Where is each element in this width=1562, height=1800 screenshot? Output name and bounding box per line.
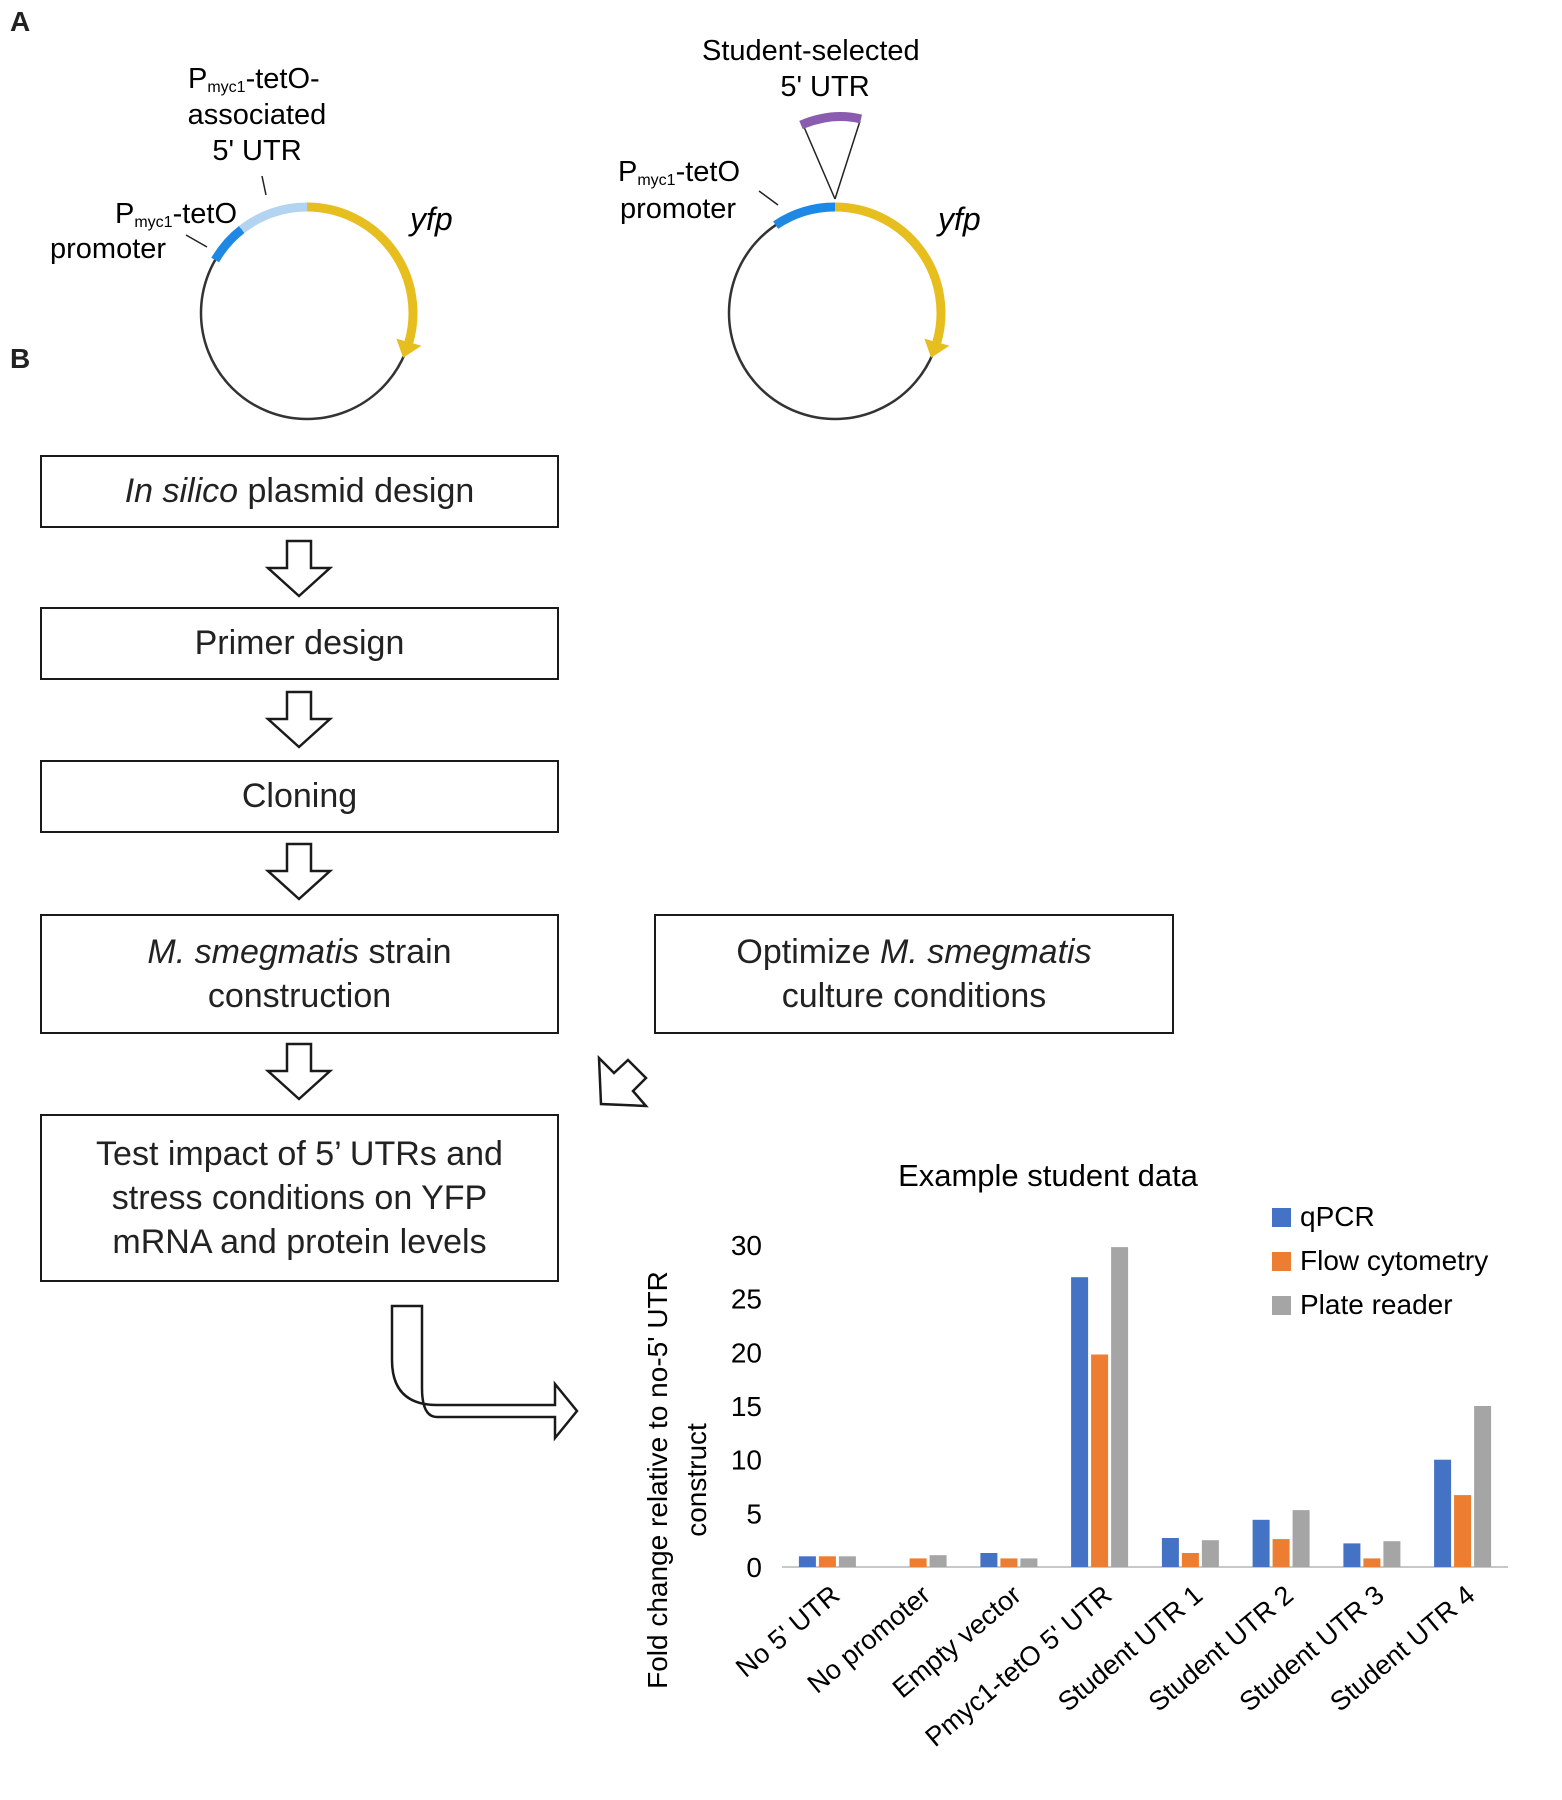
legend-label: qPCR (1300, 1201, 1375, 1232)
results-arrow (390, 1304, 579, 1442)
plasmid-2-insert-segment (799, 112, 863, 130)
bar-qpcr (1071, 1277, 1089, 1567)
plasmid-2-promoter-label-line2: promoter (620, 193, 736, 225)
bar-plate-reader (1020, 1558, 1038, 1567)
flow-step-optimize-culture: Optimize M. smegmatis culture conditions (654, 914, 1174, 1034)
flow-step-5-line3: mRNA and protein levels (112, 1223, 487, 1262)
flow-step-3-text: Cloning (241, 777, 358, 816)
plasmid-2-yfp-arrowhead (924, 338, 950, 358)
y-tick-label: 5 (746, 1498, 762, 1529)
flow-arrow-4 (264, 1042, 334, 1101)
side-arrow (597, 1054, 649, 1108)
side-step-italic: M. smegmatis (880, 932, 1092, 971)
bar-plate-reader (838, 1556, 856, 1567)
panel-label-a: A (10, 6, 31, 37)
plasmid-1-promoter-label: Pmyc1-tetO (115, 198, 237, 231)
legend-swatch (1272, 1252, 1291, 1271)
y-tick-labels: 0 5 10 15 20 25 30 (731, 1230, 762, 1583)
flow-step-2-text: Primer design (194, 624, 405, 663)
bar-plate-reader (1292, 1510, 1310, 1567)
plasmid-2-yfp-segment (834, 202, 946, 344)
y-tick-label: 20 (731, 1337, 762, 1368)
bar-flow-cytometry (1000, 1558, 1018, 1567)
flow-step-cloning: Cloning (40, 760, 559, 833)
plasmid-1-promoter-leader (185, 234, 208, 248)
bar-flow-cytometry (909, 1558, 927, 1567)
plasmid-2-insert-wedge-left (803, 126, 836, 200)
bar-plate-reader (1111, 1247, 1129, 1567)
plasmid-1-utr-leader (261, 175, 267, 196)
plasmid-1-utr-label-line3: 5' UTR (212, 135, 301, 167)
plasmid-2-promoter-label: Pmyc1-tetO (618, 156, 740, 189)
bar-flow-cytometry (1091, 1354, 1109, 1567)
y-tick-label: 25 (731, 1284, 762, 1315)
plasmid-2-promoter-leader (758, 190, 779, 206)
legend-swatch (1272, 1208, 1291, 1227)
plasmid-2-promoter-segment (773, 202, 836, 229)
flow-step-4-line2: construction (207, 977, 392, 1015)
y-axis-label: Fold change relative to no-5' UTR (642, 1271, 673, 1689)
flow-step-5-line1: Test impact of 5’ UTRs and (96, 1134, 503, 1173)
bar-plate-reader (1474, 1406, 1492, 1567)
plasmid-1-promoter-segment (211, 225, 245, 263)
y-tick-label: 10 (731, 1445, 762, 1476)
flow-step-4-text: strain (359, 932, 452, 971)
y-tick-label: 15 (731, 1391, 762, 1422)
bar-qpcr (1434, 1459, 1452, 1567)
bar-qpcr (1252, 1519, 1270, 1567)
bar-flow-cytometry (1272, 1539, 1290, 1567)
bar-plate-reader (1201, 1540, 1219, 1567)
plasmid-1-yfp-arrowhead (396, 338, 422, 358)
plasmid-2-insert-wedge-right (834, 120, 861, 200)
bar-flow-cytometry (1454, 1495, 1472, 1567)
plasmid-2: Student-selected 5' UTR Pmyc1-tetO promo… (618, 35, 981, 421)
flow-step-5-line2: stress conditions on YFP (111, 1178, 488, 1217)
bar-qpcr (798, 1556, 816, 1567)
bars (798, 1247, 1492, 1567)
y-tick-label: 30 (731, 1230, 762, 1261)
chart-title: Example student data (898, 1158, 1199, 1193)
flow-arrow-2 (264, 690, 334, 749)
legend-swatch (1272, 1296, 1291, 1315)
plasmid-2-insert-label: Student-selected (702, 35, 920, 67)
flow-step-1-italic: In silico (124, 472, 239, 511)
plasmid-1-utr-label: Pmyc1-tetO- (188, 63, 320, 96)
plasmid-1: Pmyc1-tetO promoter Pmyc1-tetO- associat… (50, 63, 453, 421)
plasmid-1-gene-label: yfp (408, 201, 453, 237)
plasmid-2-insert-label-line2: 5' UTR (780, 71, 869, 103)
bar-qpcr (1161, 1538, 1179, 1567)
flow-arrow-1 (264, 539, 334, 598)
side-step-text: Optimize (736, 932, 880, 971)
y-tick-label: 0 (746, 1552, 762, 1583)
bar-plate-reader (929, 1555, 947, 1567)
bar-qpcr (1343, 1543, 1361, 1567)
bar-flow-cytometry (1363, 1558, 1381, 1567)
flow-step-primer-design: Primer design (40, 607, 559, 680)
bar-flow-cytometry (1181, 1553, 1199, 1567)
legend-label: Flow cytometry (1300, 1245, 1488, 1276)
bar-chart: Example student data Fold change relativ… (642, 1158, 1508, 1752)
y-axis-label-line2: construct (681, 1423, 712, 1537)
plasmid-1-utr-segment (238, 202, 308, 234)
plasmid-1-promoter-label-line2: promoter (50, 233, 166, 265)
flow-step-plasmid-design: In silico plasmid design (40, 455, 559, 528)
legend-label: Plate reader (1300, 1289, 1453, 1320)
bar-qpcr (980, 1553, 998, 1567)
flow-step-strain-construction: M. smegmatis strain construction (40, 914, 559, 1034)
flow-step-4-italic: M. smegmatis (147, 932, 359, 971)
flow-step-1-text: plasmid design (238, 472, 475, 511)
panel-label-b: B (10, 343, 31, 374)
plasmid-2-gene-label: yfp (936, 201, 981, 237)
flow-arrows (264, 539, 649, 1442)
bar-flow-cytometry (818, 1556, 836, 1567)
flow-arrow-3 (264, 842, 334, 901)
flow-step-test-impact: Test impact of 5’ UTRs and stress condit… (40, 1114, 559, 1282)
side-step-line2: culture conditions (781, 977, 1047, 1015)
bar-plate-reader (1383, 1541, 1401, 1567)
plasmid-1-utr-label-line2: associated (188, 99, 327, 131)
plasmid-1-yfp-segment (306, 202, 418, 344)
